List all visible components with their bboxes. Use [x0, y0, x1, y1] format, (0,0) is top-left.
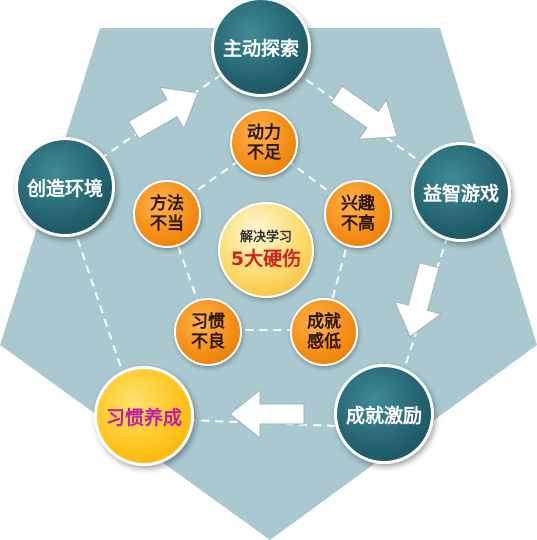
inner-node-line1: 兴趣 [341, 194, 375, 214]
inner-node-line1: 习惯 [191, 312, 225, 332]
arrow-down-icon [393, 262, 443, 338]
outer-node-explore: 主动探索 [211, 0, 311, 97]
inner-node-line1: 成就 [307, 312, 341, 332]
outer-node-games: 益智游戏 [411, 142, 511, 242]
inner-node-line2: 感低 [307, 332, 341, 352]
inner-node-interest: 兴趣 不高 [324, 180, 392, 248]
outer-node-label: 习惯养成 [105, 406, 182, 429]
inner-node-line2: 不良 [191, 332, 225, 352]
inner-node-line2: 不高 [341, 214, 375, 234]
outer-node-environment: 创造环境 [15, 137, 115, 237]
inner-node-achievement: 成就 感低 [290, 298, 358, 366]
center-node: 解决学习 5大硬伤 [218, 202, 314, 298]
inner-node-method: 方法 不当 [133, 180, 201, 248]
inner-node-line2: 不当 [150, 214, 184, 234]
inner-node-motivation: 动力 不足 [230, 109, 298, 177]
arrow-right-icon [128, 86, 199, 140]
center-line1: 解决学习 [239, 230, 292, 245]
outer-node-habit: 习惯养成 [94, 366, 194, 466]
inner-node-line2: 不足 [247, 143, 281, 163]
arrow-left-icon [229, 388, 305, 440]
inner-node-line1: 方法 [150, 194, 184, 214]
outer-node-reward: 成就激励 [334, 364, 434, 464]
outer-node-label: 益智游戏 [422, 182, 499, 205]
outer-node-label: 主动探索 [222, 37, 299, 60]
inner-node-habits: 习惯 不良 [174, 298, 242, 366]
outer-node-label: 创造环境 [26, 177, 103, 200]
inner-node-line1: 动力 [247, 123, 281, 143]
inner-dashed-pentagon [164, 141, 358, 331]
arrow-right-icon [330, 85, 398, 140]
outer-node-label: 成就激励 [345, 404, 422, 427]
center-line2: 5大硬伤 [230, 248, 302, 270]
